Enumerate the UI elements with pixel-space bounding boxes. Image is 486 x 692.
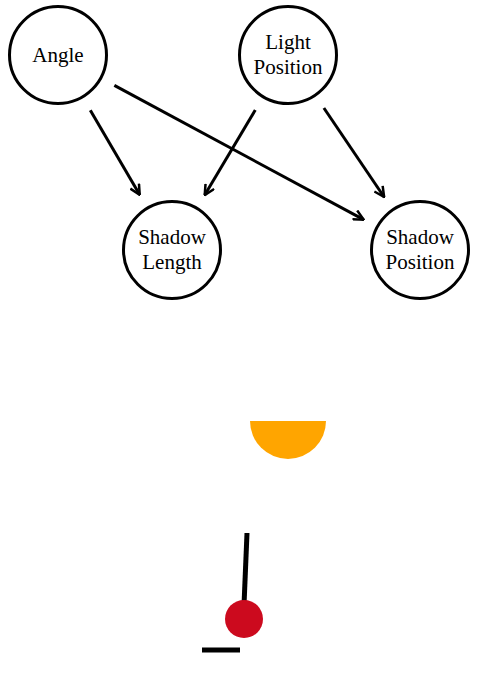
causal-arrow [90, 110, 139, 194]
shadow-mark [202, 648, 240, 653]
light-lamp [250, 421, 326, 459]
node-label: Light Position [247, 30, 329, 80]
stick-pole [244, 533, 247, 605]
variable-circle: Shadow Position [370, 200, 470, 300]
node-label: Angle [32, 43, 83, 68]
node-label: Shadow Position [379, 225, 461, 275]
stick-pivot [225, 600, 263, 638]
causal-arrow [114, 85, 363, 219]
variable-circle: Shadow Length [122, 200, 222, 300]
causal-arrow [205, 110, 256, 195]
causal-arrow [324, 108, 384, 197]
node-label: Shadow Length [131, 225, 213, 275]
variable-circle: Angle [8, 5, 108, 105]
variable-circle: Light Position [238, 5, 338, 105]
